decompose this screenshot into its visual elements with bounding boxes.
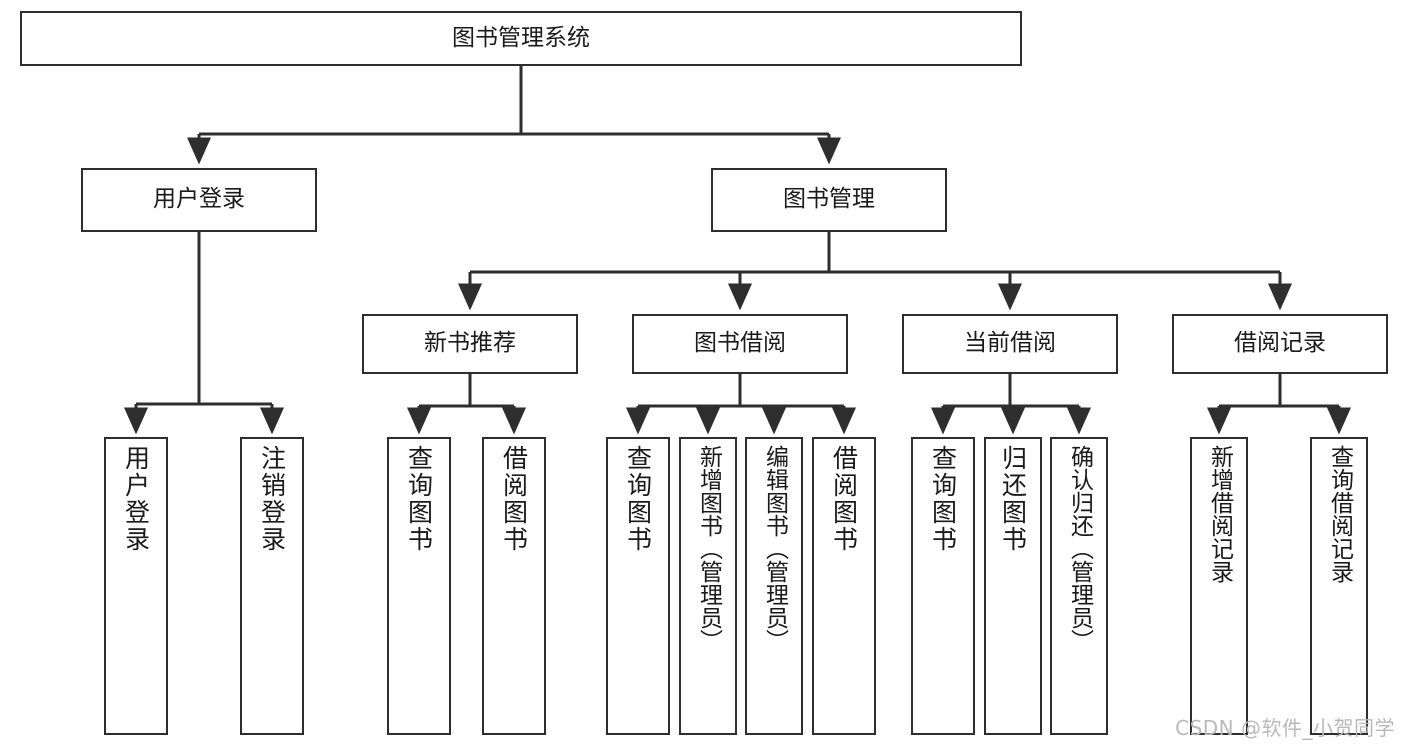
leaf-user-login[interactable]: 用户登录 <box>104 437 168 735</box>
leaf-query-book-recommend-label: 查询图书 <box>404 445 434 553</box>
csdn-watermark: CSDN @软件_小贺同学 <box>1175 716 1395 740</box>
leaf-user-login-label: 用户登录 <box>121 445 151 553</box>
leaf-borrow-book-borrow-label: 借阅图书 <box>829 445 859 553</box>
leaf-confirm-return-admin[interactable]: 确认归还（管理员） <box>1050 437 1108 735</box>
node-root-label: 图书管理系统 <box>452 24 590 51</box>
node-book-management[interactable]: 图书管理 <box>711 168 947 232</box>
leaf-user-logout-label: 注销登录 <box>257 445 287 553</box>
leaf-query-borrow-record-label: 查询借阅记录 <box>1326 445 1353 583</box>
leaf-query-book-borrow[interactable]: 查询图书 <box>606 437 670 735</box>
node-book-borrow-label: 图书借阅 <box>694 330 786 357</box>
leaf-edit-book-admin[interactable]: 编辑图书（管理员） <box>745 437 803 735</box>
node-user-login[interactable]: 用户登录 <box>81 168 317 232</box>
leaf-query-borrow-record[interactable]: 查询借阅记录 <box>1310 437 1368 735</box>
leaf-add-book-admin-label: 新增图书（管理员） <box>695 445 722 652</box>
node-book-borrow[interactable]: 图书借阅 <box>632 314 848 374</box>
leaf-confirm-return-admin-label: 确认归还（管理员） <box>1066 445 1093 652</box>
leaf-query-book-current-label: 查询图书 <box>928 445 958 553</box>
leaf-query-book-current[interactable]: 查询图书 <box>911 437 975 735</box>
node-new-book-recommend-label: 新书推荐 <box>424 330 516 357</box>
node-borrow-record[interactable]: 借阅记录 <box>1172 314 1388 374</box>
leaf-add-book-admin[interactable]: 新增图书（管理员） <box>679 437 737 735</box>
node-user-login-label: 用户登录 <box>153 186 245 213</box>
node-new-book-recommend[interactable]: 新书推荐 <box>362 314 578 374</box>
leaf-user-logout[interactable]: 注销登录 <box>240 437 304 735</box>
node-current-borrow-label: 当前借阅 <box>964 330 1056 357</box>
leaf-edit-book-admin-label: 编辑图书（管理员） <box>761 445 788 652</box>
leaf-add-borrow-record[interactable]: 新增借阅记录 <box>1190 437 1248 735</box>
node-book-management-label: 图书管理 <box>783 186 875 213</box>
leaf-return-book-label: 归还图书 <box>998 445 1028 553</box>
node-current-borrow[interactable]: 当前借阅 <box>902 314 1118 374</box>
leaf-return-book[interactable]: 归还图书 <box>984 437 1042 735</box>
leaf-borrow-book-recommend[interactable]: 借阅图书 <box>482 437 546 735</box>
leaf-query-book-recommend[interactable]: 查询图书 <box>387 437 451 735</box>
node-borrow-record-label: 借阅记录 <box>1234 330 1326 357</box>
leaf-query-book-borrow-label: 查询图书 <box>623 445 653 553</box>
node-root[interactable]: 图书管理系统 <box>20 11 1022 66</box>
leaf-add-borrow-record-label: 新增借阅记录 <box>1206 445 1233 583</box>
leaf-borrow-book-borrow[interactable]: 借阅图书 <box>812 437 876 735</box>
leaf-borrow-book-recommend-label: 借阅图书 <box>499 445 529 553</box>
